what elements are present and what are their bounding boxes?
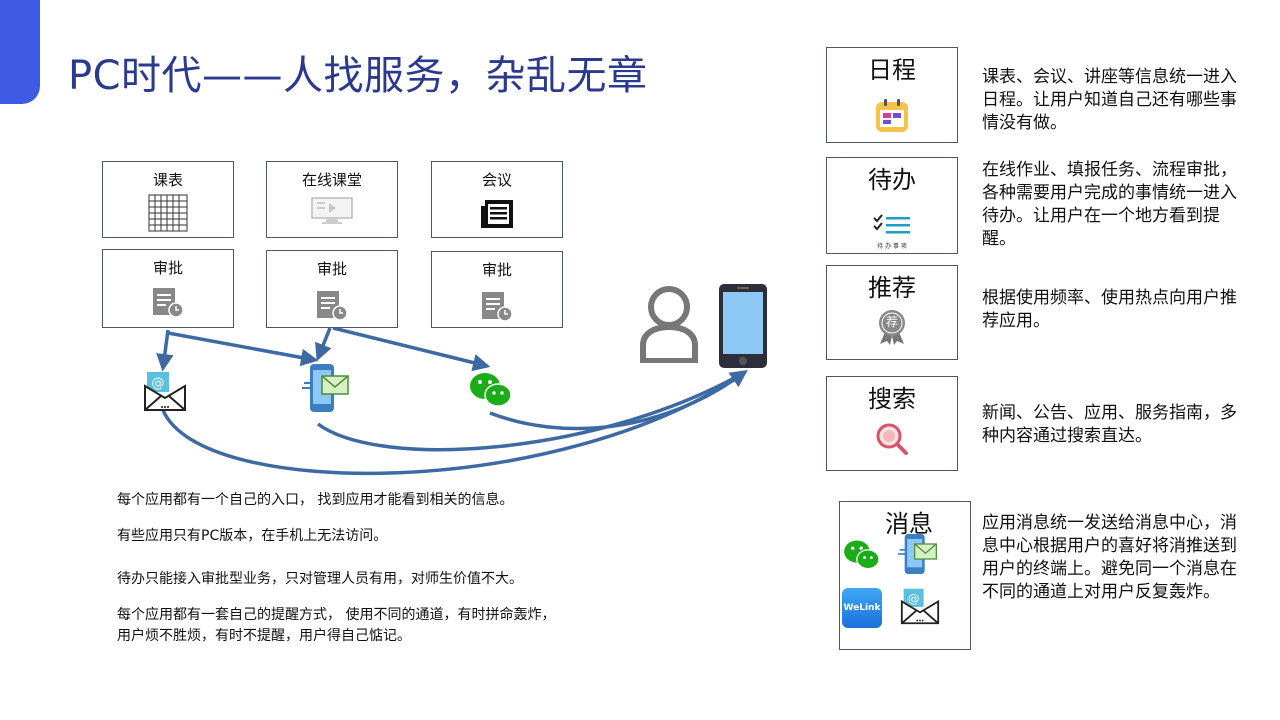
feature-desc-recommend: 根据使用频率、使用热点向用户推荐应用。 (982, 288, 1237, 331)
note-reminder-1: 每个应用都有一套自己的提醒方式， 使用不同的通道，有时拼命轰炸， (117, 607, 556, 623)
app-box-label: 审批 (152, 259, 183, 277)
arrow-approval1-email (156, 329, 174, 372)
app-box-label: 审批 (316, 260, 347, 278)
wechat-icon (468, 370, 514, 410)
todo-icon-caption: 待 办 事 项 (877, 243, 907, 250)
app-box-label: 会议 (481, 171, 512, 189)
arrow-approval2-sms (315, 327, 332, 362)
curve-sms-phone (316, 370, 746, 452)
recommend-badge-char: 荐 (885, 315, 898, 329)
feature-desc-search: 新闻、公告、应用、服务指南，多种内容通过搜索直达。 (982, 403, 1237, 446)
smartphone-icon (717, 282, 769, 370)
svg-text:@: @ (152, 376, 165, 391)
feature-recommend[interactable]: 推荐 荐 (826, 265, 958, 360)
welink-icon: WeLink (842, 588, 882, 628)
recommend-badge-icon: 荐 (876, 308, 908, 346)
app-box-label: 在线课堂 (301, 171, 362, 189)
feature-label: 日程 (868, 56, 916, 84)
arrow-approval1-sms (167, 331, 319, 367)
email-icon: @ (900, 586, 940, 626)
app-box-approval-2[interactable]: 审批 (266, 250, 398, 328)
app-box-approval-1[interactable]: 审批 (102, 249, 234, 328)
todo-list-icon (872, 214, 912, 236)
feature-desc-todo: 在线作业、填报任务、流程审批， 各种需要用户完成的事情统一进入待办。让用户在一个… (982, 160, 1237, 249)
feature-label: 推荐 (868, 274, 916, 302)
email-icon: @ (143, 370, 187, 412)
app-box-timetable[interactable]: 课表 (102, 161, 234, 238)
sms-phone-icon (898, 532, 938, 576)
search-icon (874, 421, 910, 457)
feature-desc-schedule: 课表、会议、讲座等信息统一进入日程。让用户知道自己还有哪些事情没有做。 (982, 67, 1237, 133)
feature-label: 搜索 (868, 385, 916, 413)
welink-label: WeLink (843, 603, 881, 613)
feature-todo[interactable]: 待办 待 办 事 项 (826, 157, 958, 254)
arrow-approval2-wechat (332, 326, 491, 372)
app-box-approval-3[interactable]: 审批 (431, 251, 563, 328)
approval-doc-icon (479, 290, 515, 322)
curve-wechat-phone (489, 370, 747, 431)
app-box-label: 课表 (152, 171, 183, 189)
approval-doc-icon (150, 286, 186, 318)
grid-table-icon (148, 194, 188, 232)
note-entry: 每个应用都有一个自己的入口， 找到应用才能看到相关的信息。 (117, 492, 514, 508)
accent-bar (0, 0, 40, 104)
feature-schedule[interactable]: 日程 (826, 47, 958, 143)
feature-search[interactable]: 搜索 (826, 376, 958, 471)
approval-doc-icon (314, 289, 350, 321)
curve-email-phone (161, 370, 748, 476)
sms-phone-icon (302, 362, 350, 414)
app-box-online-class[interactable]: 在线课堂 (266, 161, 398, 238)
feature-label: 待办 (868, 166, 916, 194)
feature-label: 消息 (885, 510, 933, 538)
note-todo: 待办只能接入审批型业务，只对管理人员有用，对师生价值不大。 (117, 571, 523, 587)
slide-title: PC时代——人找服务，杂乱无章 (68, 53, 648, 99)
app-box-label: 审批 (481, 261, 512, 279)
meeting-doc-icon (479, 198, 515, 230)
app-box-meeting[interactable]: 会议 (431, 161, 563, 238)
monitor-icon (310, 196, 354, 226)
feature-message[interactable]: 消息 WeLink @ (839, 501, 971, 650)
wechat-icon (842, 538, 882, 572)
calendar-icon (874, 98, 910, 134)
svg-text:@: @ (908, 591, 920, 605)
note-pc-only: 有些应用只有PC版本，在手机上无法访问。 (117, 528, 388, 544)
feature-desc-message: 应用消息统一发送给消息中心，消息中心根据用户的喜好将消推送到用户的终端上。避免同… (982, 513, 1237, 602)
user-icon (637, 283, 701, 363)
note-reminder-2: 用户烦不胜烦，有时不提醒，用户得自己惦记。 (117, 628, 411, 644)
